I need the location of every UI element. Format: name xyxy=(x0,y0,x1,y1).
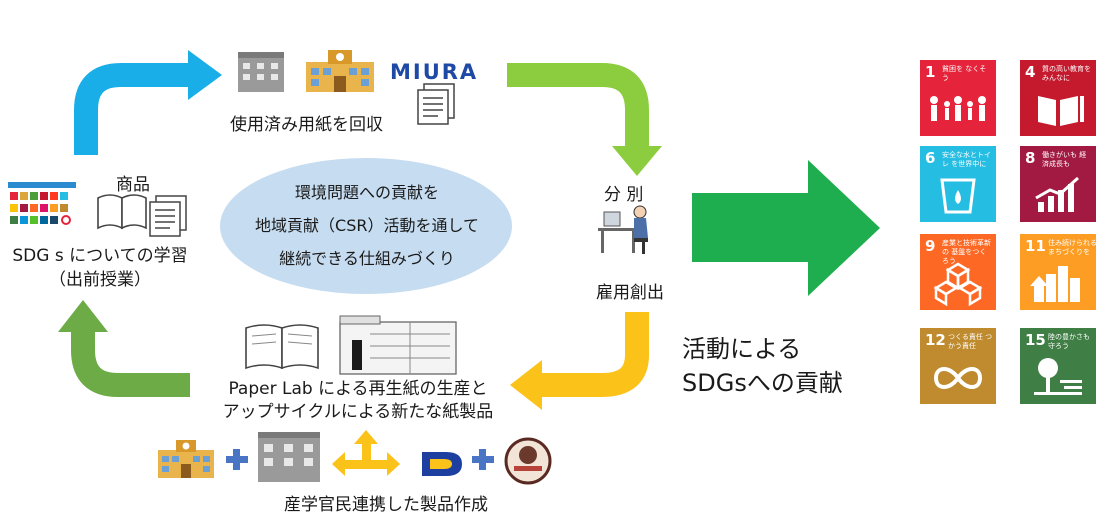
worker-at-desk-icon xyxy=(598,205,648,254)
city-icon xyxy=(1020,260,1096,308)
tree-icon xyxy=(1020,354,1096,402)
product-label: 商品 xyxy=(116,175,150,195)
contribution-line-2: SDGsへの貢献 xyxy=(682,369,843,397)
yellow-cycle-arrow xyxy=(510,312,649,410)
sdgs-contribution-text: 活動による SDGsへの貢献 xyxy=(682,332,843,400)
collect-used-paper-label: 使用済み用紙を回収 xyxy=(230,115,383,135)
sdg-goal-title: 住み続けられる まちづくりを xyxy=(1048,239,1096,256)
sdg-goal-title: 質の高い教育を みんなに xyxy=(1042,65,1091,82)
sdg-goal-8-tile: 8 働きがいも 経済成長も xyxy=(1020,146,1096,222)
three-way-arrow-icon xyxy=(332,430,400,476)
blue-cycle-arrow xyxy=(74,50,222,155)
paperlab-line-2: アップサイクルによる新たな紙製品 xyxy=(222,402,494,422)
sdg-goal-number: 6 xyxy=(925,149,936,167)
sdg-goal-number: 15 xyxy=(1025,331,1046,349)
sdgs-poster-icon xyxy=(8,182,76,225)
sdg-goal-6-tile: 6 安全な水とトイレ を世界中に xyxy=(920,146,996,222)
infinity-icon xyxy=(920,354,996,402)
community-emblem-icon xyxy=(504,437,552,485)
concept-ellipse xyxy=(220,158,512,294)
collaboration-label: 産学官民連携した製品作成 xyxy=(284,495,488,515)
sdg-goal-title: 貧困を なくそう xyxy=(942,65,987,82)
documents-icon xyxy=(417,83,455,125)
sdg-goal-number: 11 xyxy=(1025,237,1046,255)
family-icon xyxy=(920,86,996,134)
sdg-goal-title: 陸の豊かさも 守ろう xyxy=(1048,333,1090,350)
school-icon xyxy=(158,440,214,478)
paperlab-line-1: Paper Lab による再生紙の生産と xyxy=(228,379,488,399)
open-book-icon xyxy=(97,194,147,230)
sdg-goal-number: 12 xyxy=(925,331,946,349)
office-building-icon xyxy=(258,432,320,482)
green-cycle-arrow xyxy=(58,300,190,397)
cubes-icon xyxy=(920,260,996,308)
big-contribution-arrow xyxy=(692,160,880,296)
sorting-label: 分 別 xyxy=(604,185,644,205)
sdg-goal-number: 8 xyxy=(1025,149,1036,167)
concept-line-1: 環境問題への貢献を xyxy=(294,183,439,202)
sdgs-study-line-1: SDG s についての学習 xyxy=(12,246,188,266)
paperlab-label: Paper Lab による再生紙の生産と アップサイクルによる新たな紙製品 xyxy=(208,378,508,424)
documents-icon xyxy=(149,195,187,237)
plus-icon xyxy=(472,449,494,470)
sdg-goal-title: 産業と技術革新の 基盤をつくろう xyxy=(942,239,991,265)
sdg-goal-4-tile: 4 質の高い教育を みんなに xyxy=(1020,60,1096,136)
plus-icon xyxy=(226,449,248,470)
employment-label: 雇用創出 xyxy=(596,283,664,303)
school-icon xyxy=(306,50,374,92)
sdg-goal-title: 働きがいも 経済成長も xyxy=(1042,151,1087,168)
sdgs-study-line-2: （出前授業） xyxy=(49,270,151,290)
concept-text: 環境問題への貢献を 地域貢献（CSR）活動を通して 継続できる仕組みづくり xyxy=(222,176,512,275)
water-icon xyxy=(920,172,996,220)
d-logo-icon xyxy=(422,452,462,476)
sdg-goal-number: 4 xyxy=(1025,63,1036,81)
contribution-line-1: 活動による xyxy=(682,335,802,363)
office-building-icon xyxy=(238,52,284,92)
sdg-goal-title: つくる責任 つかう責任 xyxy=(948,333,993,350)
sdg-goal-number: 9 xyxy=(925,237,936,255)
sdg-goal-title: 安全な水とトイレ を世界中に xyxy=(942,151,991,168)
paper-lab-machine-icon xyxy=(339,315,457,375)
sdg-goal-1-tile: 1 貧困を なくそう xyxy=(920,60,996,136)
concept-line-2: 地域貢献（CSR）活動を通して xyxy=(255,216,479,235)
lightgreen-cycle-arrow xyxy=(507,63,662,176)
sdgs-study-label: SDG s についての学習 （出前授業） xyxy=(0,244,200,292)
open-book-icon xyxy=(245,324,319,370)
book-icon xyxy=(1020,86,1096,134)
sdg-goal-number: 1 xyxy=(925,63,936,81)
miura-logo: MIURA xyxy=(390,60,479,84)
concept-line-3: 継続できる仕組みづくり xyxy=(279,249,455,268)
sdg-goal-9-tile: 9 産業と技術革新の 基盤をつくろう xyxy=(920,234,996,310)
growth-chart-icon xyxy=(1020,172,1096,220)
